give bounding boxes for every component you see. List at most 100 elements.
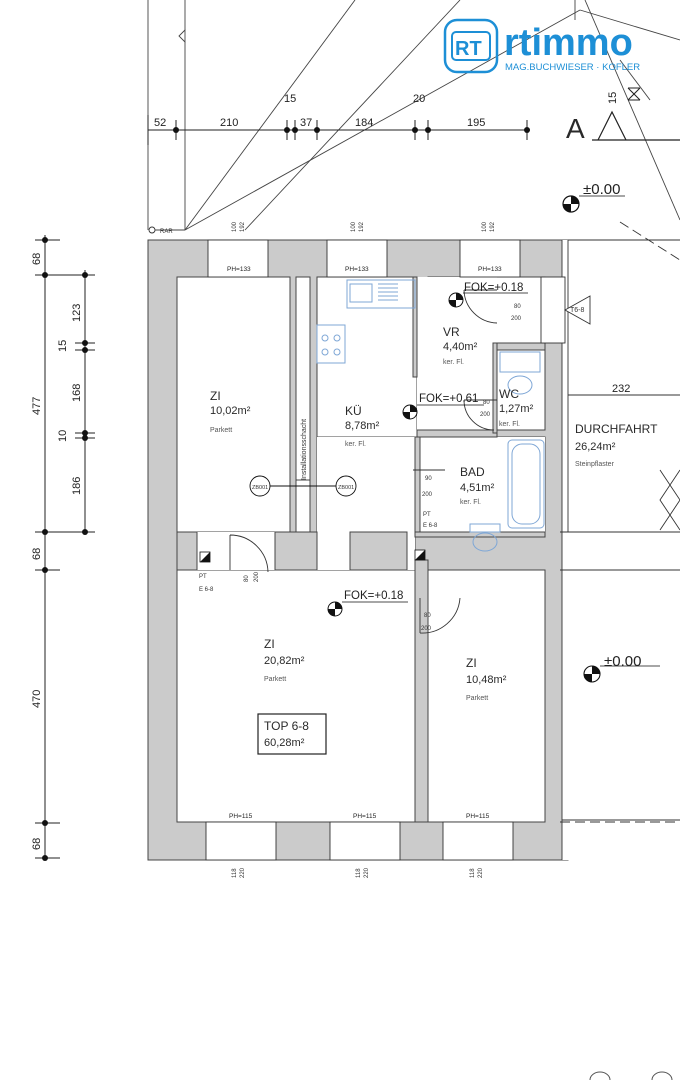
room-area: 10,02m²: [210, 405, 251, 417]
top-right-dim: 15: [607, 92, 619, 104]
room-name: KÜ: [345, 404, 362, 418]
top-unit-area: 60,28m²: [264, 737, 305, 749]
pt-label-2b: E 6-8: [423, 523, 438, 529]
room-floor: Steinpflaster: [575, 461, 615, 468]
door-size-1b: 200: [254, 571, 260, 582]
window-size-bottom-2b: 220: [364, 867, 370, 878]
section-triangle: T6-8: [540, 276, 591, 344]
window-size-bottom-3b: 220: [478, 867, 484, 878]
window-size-top-2b: 192: [359, 221, 365, 232]
left-dimension-ticks: [42, 237, 88, 861]
window-size-bottom-2a: 118: [356, 868, 362, 878]
logo-brand: rtimmo: [504, 22, 633, 64]
left-dimension-lines: [35, 235, 95, 860]
durchfahrt-area: [562, 240, 680, 860]
room-floor: ker. Fl.: [443, 359, 464, 366]
top-dim-184: 184: [355, 117, 373, 129]
window-label-top-1: PH=133: [227, 266, 251, 273]
window-size-top-1a: 100: [232, 221, 238, 232]
door-size-2a: 80: [424, 613, 431, 619]
window-size-top-3b: 192: [490, 221, 496, 232]
room-name: ZI: [264, 637, 275, 651]
bottom-marks: [589, 1071, 673, 1080]
durchfahrt-width: 232: [612, 383, 630, 395]
left-dim-15: 15: [57, 340, 69, 352]
section-marker: A: [566, 113, 585, 144]
room-area: 4,40m²: [443, 341, 478, 353]
entry-floor: [197, 532, 275, 570]
door-size-2b: 200: [421, 626, 432, 632]
room-area: 1,27m²: [499, 403, 534, 415]
room-vr: VR 4,40m² ker. Fl.: [443, 325, 478, 366]
window-label-top-3: PH=133: [478, 266, 502, 273]
left-dim-10: 10: [57, 430, 69, 442]
bathtub: [507, 439, 545, 529]
top-right-tick-marks: [627, 87, 641, 101]
door-size-3a: 80: [514, 304, 521, 310]
room-kue: KÜ 8,78m² ker. Fl.: [345, 404, 380, 448]
interior-partitions: [176, 276, 546, 823]
rar-label: RAR: [160, 229, 173, 235]
room-floor: ker. Fl.: [499, 421, 520, 428]
left-dim-186: 186: [71, 477, 83, 495]
left-dim-168: 168: [71, 384, 83, 402]
door-size-3b: 200: [511, 316, 522, 322]
fok-label-zi: FOK=+0.18: [344, 590, 403, 602]
room-zi-1: ZI 10,02m² Parkett: [210, 389, 251, 434]
door-size-4a: 80: [483, 400, 490, 406]
window-label-bottom-2: PH=115: [353, 813, 377, 820]
left-dim-68-c: 68: [31, 838, 43, 850]
room-zi-3: ZI 10,48m² Parkett: [466, 656, 507, 702]
room-area: 8,78m²: [345, 420, 380, 432]
room-zi-2: ZI 20,82m² Parkett: [264, 637, 305, 683]
room-area: 4,51m²: [460, 482, 495, 494]
room-wc: WC 1,27m² ker. Fl.: [499, 387, 534, 428]
top-dim-52: 52: [154, 117, 166, 129]
level-symbol-top: [562, 195, 625, 213]
window-label-top-2: PH=133: [345, 266, 369, 273]
top-unit-box: TOP 6-8 60,28m²: [257, 713, 327, 755]
room-floor: Parkett: [210, 427, 232, 434]
door-size-5a: 90: [425, 476, 432, 482]
shaft-label: Installationsschacht: [301, 419, 308, 480]
top-dim-210: 210: [220, 117, 238, 129]
radiator-label-1: ZB001: [252, 485, 268, 491]
left-dim-470: 470: [31, 690, 43, 708]
logo-monogram: RT: [455, 38, 482, 60]
room-area: 26,24m²: [575, 441, 616, 453]
room-floor: Parkett: [466, 695, 488, 702]
pt-markers: [199, 549, 426, 563]
top-dimension-ticks: [173, 127, 530, 133]
kitchen-counter: [316, 279, 416, 364]
fok-symbols: [327, 292, 601, 683]
fok-underlines: [342, 292, 660, 667]
door-size-5b: 200: [422, 492, 433, 498]
room-floor: ker. Fl.: [460, 499, 481, 506]
rtimmo-logo: RT rtimmo MAG.BUCHWIESER · KOFLER: [443, 18, 640, 74]
window-size-bottom-3a: 118: [470, 868, 476, 878]
bathroom-sink: [469, 523, 501, 552]
section-marker-lines: [592, 110, 680, 141]
room-floor: Parkett: [264, 676, 286, 683]
door-size-4b: 200: [480, 412, 491, 418]
radiator-markers: [249, 475, 357, 497]
stair-ref: T6-8: [570, 307, 585, 314]
window-label-bottom-3: PH=115: [466, 813, 490, 820]
top-dim-37: 37: [300, 117, 312, 129]
level-top-text: ±0.00: [583, 181, 620, 198]
room-name: DURCHFAHRT: [575, 422, 658, 436]
pt-label-2: PT: [423, 512, 431, 518]
window-size-top-2a: 100: [351, 221, 357, 232]
fok-label-kue: FOK=+0.61: [419, 393, 478, 405]
room-name: ZI: [210, 389, 221, 403]
room-name: ZI: [466, 656, 477, 670]
construction-lines: [147, 0, 680, 231]
left-dim-68-a: 68: [31, 253, 43, 265]
windows-bottom: [205, 821, 514, 861]
left-dim-123: 123: [71, 304, 83, 322]
radiator-label-2: ZB001: [338, 485, 354, 491]
room-area: 10,48m²: [466, 674, 507, 686]
window-size-top-3a: 100: [482, 221, 488, 232]
level-right-text: ±0.00: [604, 653, 641, 670]
